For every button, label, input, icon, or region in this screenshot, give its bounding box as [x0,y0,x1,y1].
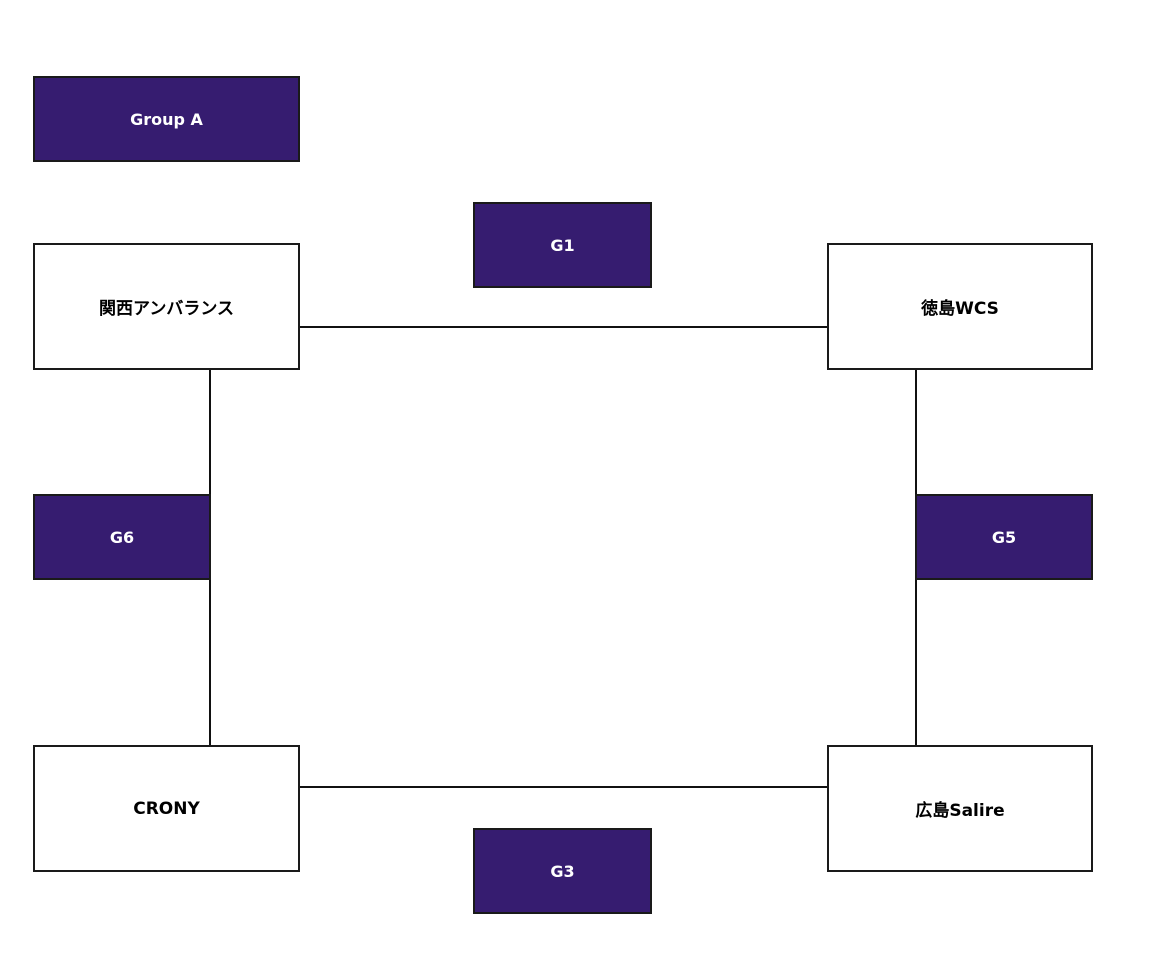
team-box-bottom-right: 広島Salire [827,745,1093,872]
team-name-top-left: 関西アンバランス [99,299,234,319]
connector-top [299,326,828,328]
match-label-right: G5 [915,494,1093,580]
team-box-top-left: 関西アンバランス [33,243,300,370]
match-label-right-text: G5 [991,527,1017,547]
match-label-bottom-text: G3 [550,861,575,881]
match-label-left: G6 [33,494,211,580]
team-name-top-right: 徳島WCS [921,299,999,319]
group-title: Group A [130,109,203,129]
match-label-left-text: G6 [109,527,135,547]
team-box-top-right: 徳島WCS [827,243,1093,370]
connector-bottom [299,786,828,788]
match-label-top: G1 [473,202,652,288]
match-label-top-text: G1 [550,235,575,255]
team-name-bottom-left: CRONY [133,798,200,819]
group-title-box: Group A [33,76,300,162]
team-box-bottom-left: CRONY [33,745,300,872]
team-name-bottom-right: 広島Salire [915,801,1005,821]
match-label-bottom: G3 [473,828,652,914]
